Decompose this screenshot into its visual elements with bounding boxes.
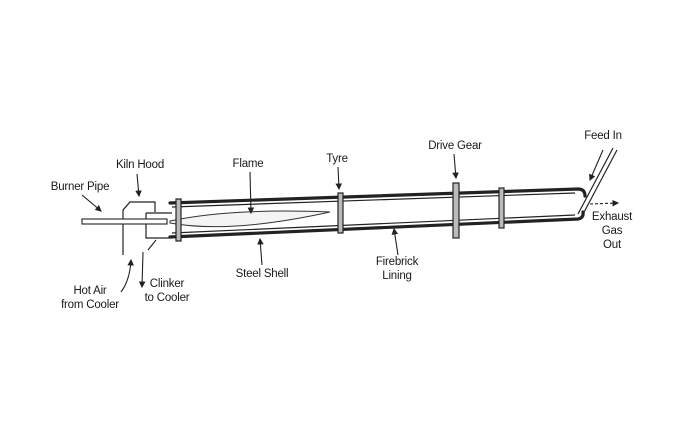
- label-drive-gear: Drive Gear: [428, 140, 482, 152]
- feed-pipe: [577, 147, 618, 217]
- label-hot-air-line1: Hot Air: [73, 285, 106, 297]
- label-kiln-hood: Kiln Hood: [116, 159, 164, 171]
- annotation-arrows: [81, 149, 620, 293]
- label-exhaust-line1: Exhaust: [592, 211, 633, 223]
- label-firebrick-line2: Lining: [382, 270, 412, 282]
- label-clinker-line1: Clinker: [150, 278, 185, 290]
- label-exhaust-line2: Gas: [602, 225, 623, 237]
- label-tyre: Tyre: [326, 153, 348, 165]
- burner-pipe: [81, 218, 168, 225]
- flame: [169, 210, 331, 228]
- drive-gear: [452, 182, 460, 239]
- label-clinker-line2: to Cooler: [145, 292, 190, 304]
- label-feed-in: Feed In: [584, 130, 622, 142]
- label-hot-air-line2: from Cooler: [61, 299, 119, 311]
- label-burner-pipe: Burner Pipe: [51, 181, 110, 193]
- tyre-ring-3: [498, 187, 505, 229]
- label-firebrick-line1: Firebrick: [376, 256, 419, 268]
- label-exhaust-line3: Out: [603, 239, 622, 251]
- tyre-ring-2: [337, 192, 344, 234]
- kiln-hood: [122, 201, 172, 255]
- label-steel-shell: Steel Shell: [236, 268, 289, 280]
- label-flame: Flame: [233, 158, 264, 170]
- tyre-ring-1: [175, 198, 182, 242]
